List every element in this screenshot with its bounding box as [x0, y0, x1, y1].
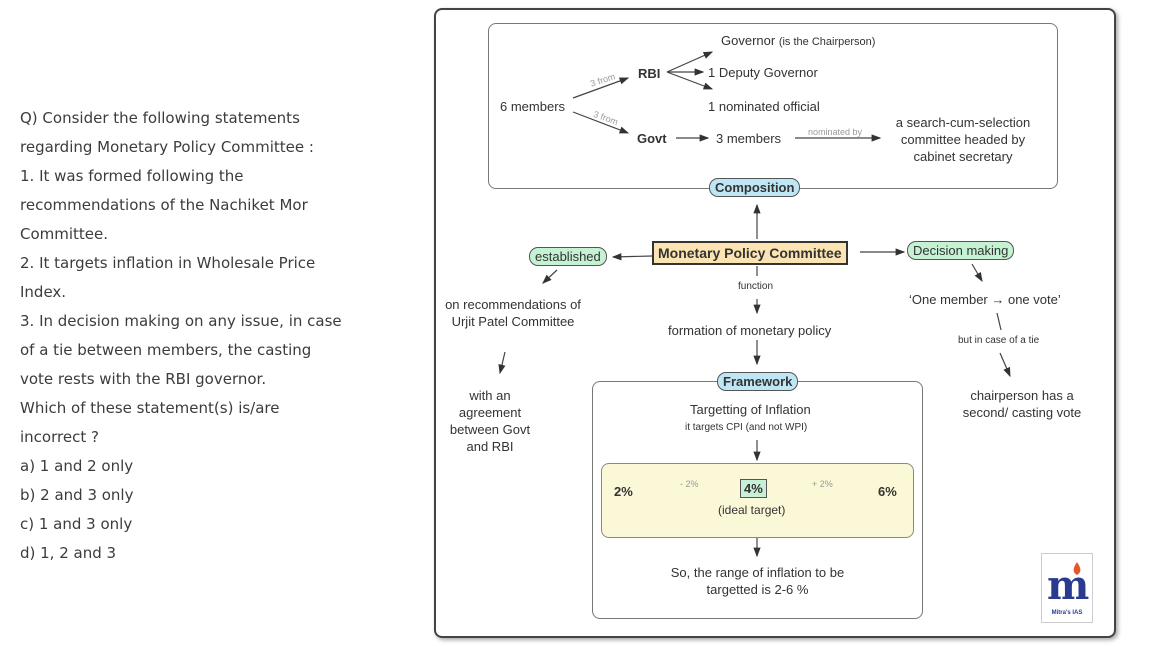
deputy-governor-text: 1 Deputy Governor	[708, 65, 818, 80]
logo-caption: Mitra's IAS	[1051, 610, 1083, 616]
question-line: Committee.	[20, 225, 109, 243]
six-members-text: 6 members	[500, 99, 566, 114]
mpc-center-node: Monetary Policy Committee	[652, 241, 848, 265]
govt-text: Govt	[637, 131, 667, 146]
casting-vote-text: chairperson has a second/ casting vote	[962, 388, 1082, 420]
question-line: a) 1 and 2 only	[20, 457, 134, 475]
high-bound-text: 6%	[878, 484, 897, 499]
question-line: Index.	[20, 283, 67, 301]
function-text: formation of monetary policy	[668, 323, 832, 338]
question-line: vote rests with the RBI governor.	[20, 370, 267, 388]
minus-two-label: - 2%	[680, 479, 699, 489]
question-line: incorrect ?	[20, 428, 99, 446]
question-line: d) 1, 2 and 3	[20, 544, 117, 562]
plus-two-label: + 2%	[812, 479, 833, 489]
ideal-target-note: (ideal target)	[718, 503, 786, 517]
flame-icon	[1073, 562, 1081, 575]
framework-label: Framework	[717, 372, 799, 391]
cpi-subtitle: it targets CPI (and not WPI)	[685, 422, 808, 433]
question-line: 1. It was formed following the	[20, 167, 244, 185]
question-line: b) 2 and 3 only	[20, 486, 134, 504]
one-member-one-vote-text: ‘One member → one vote’	[909, 292, 1061, 307]
question-line: Q) Consider the following statements	[20, 109, 300, 127]
question-line: 2. It targets inflation in Wholesale Pri…	[20, 254, 316, 272]
inflation-targeting-title: Targetting of Inflation	[690, 402, 811, 417]
composition-label: Composition	[709, 178, 801, 197]
range-conclusion-text: So, the range of inflation to be targett…	[670, 565, 845, 597]
low-bound-text: 2%	[614, 484, 633, 499]
question-line: Which of these statement(s) is/are	[20, 399, 280, 417]
question-line: regarding Monetary Policy Committee :	[20, 138, 314, 156]
three-members-text: 3 members	[716, 131, 782, 146]
question-text: Q) Consider the following statements rega…	[20, 104, 400, 568]
nominated-official-text: 1 nominated official	[708, 99, 820, 114]
question-line: 3. In decision making on any issue, in c…	[20, 312, 342, 330]
question-line: c) 1 and 3 only	[20, 515, 133, 533]
selection-committee-text: a search-cum-selection committee headed …	[895, 115, 1031, 164]
logo-letter: m	[1047, 562, 1090, 609]
function-label: function	[738, 281, 774, 292]
recommendation-text: on recommendations of Urjit Patel Commit…	[445, 297, 581, 329]
governor-text: Governor (is the Chairperson)	[721, 33, 876, 48]
target-range-box	[601, 463, 914, 538]
established-node: established	[529, 247, 607, 266]
tie-label: but in case of a tie	[958, 335, 1040, 346]
agreement-text: with an agreement between Govt and RBI	[449, 388, 531, 454]
nominated-by-label: nominated by	[808, 127, 863, 137]
question-line: recommendations of the Nachiket Mor	[20, 196, 308, 214]
decision-making-node: Decision making	[907, 241, 1015, 260]
rbi-text: RBI	[638, 66, 661, 81]
question-line: of a tie between members, the casting	[20, 341, 312, 359]
ideal-target-node: 4%	[740, 479, 767, 498]
brand-logo: m Mitra's IAS	[1041, 553, 1093, 623]
